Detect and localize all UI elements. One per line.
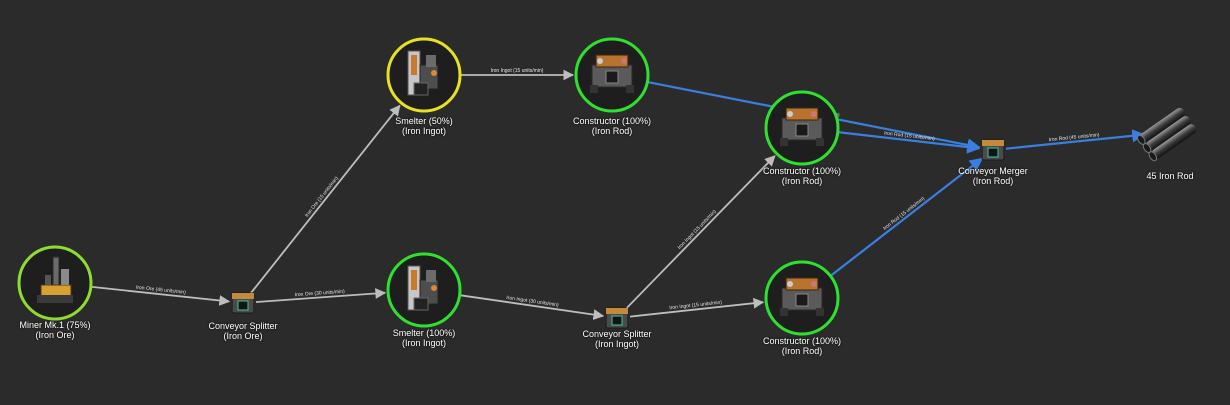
iron-rod-icon bbox=[1137, 107, 1197, 162]
edge-label: Iron Ingot (15 units/min) bbox=[491, 68, 544, 74]
node-title: Smelter (100%) bbox=[392, 328, 456, 338]
node-title: Conveyor Merger bbox=[958, 166, 1028, 176]
node-subtitle: (Iron Rod) bbox=[591, 126, 633, 136]
smelter-icon bbox=[407, 50, 439, 96]
node-label-merger: Conveyor Merger(Iron Rod) bbox=[958, 166, 1028, 186]
node-smelter_top[interactable] bbox=[386, 37, 462, 113]
edge-miner-to-split1: Iron Ore (45 units/min) bbox=[91, 285, 231, 306]
node-smelter_bot[interactable] bbox=[386, 252, 462, 328]
edge-line bbox=[1004, 129, 1146, 150]
node-subtitle: (Iron Ingot) bbox=[594, 339, 640, 349]
edge-line bbox=[624, 155, 776, 311]
edge-smelter_top-to-cons_top: Iron Ingot (15 units/min) bbox=[461, 68, 575, 81]
edge-line bbox=[838, 131, 981, 154]
node-subtitle: (Iron Ingot) bbox=[401, 338, 447, 348]
node-cons_mid[interactable] bbox=[764, 90, 840, 166]
edge-label: Iron Ingot (15 units/min) bbox=[677, 209, 718, 251]
node-title: Conveyor Splitter bbox=[582, 329, 652, 339]
node-label-split1: Conveyor Splitter(Iron Ore) bbox=[208, 321, 277, 341]
constructor-icon bbox=[590, 54, 634, 93]
node-label-output: 45 Iron Rod bbox=[1146, 171, 1193, 181]
edge-label: Iron Ore (45 units/min) bbox=[136, 285, 187, 296]
edge-split1-to-smelter_top: Iron Ore (15 units/min) bbox=[249, 104, 401, 295]
node-label-cons_mid: Constructor (100%)(Iron Rod) bbox=[763, 166, 841, 186]
miner-icon bbox=[37, 256, 73, 303]
node-label-smelter_top: Smelter (50%)(Iron Ingot) bbox=[395, 116, 453, 136]
node-label-cons_bot: Constructor (100%)(Iron Rod) bbox=[763, 336, 841, 356]
node-label-smelter_bot: Smelter (100%)(Iron Ingot) bbox=[393, 328, 456, 348]
edge-smelter_bot-to-split2: Iron Ingot (30 units/min) bbox=[460, 294, 605, 320]
conveyor-splitter-icon bbox=[230, 292, 256, 314]
node-title: Constructor (100%) bbox=[762, 336, 842, 346]
node-title: Constructor (100%) bbox=[762, 166, 842, 176]
edge-label: Iron Rod (45 units/min) bbox=[1049, 132, 1101, 143]
edge-label: Iron Ore (30 units/min) bbox=[295, 289, 346, 299]
node-subtitle: (Iron Rod) bbox=[781, 176, 823, 186]
smelter-icon bbox=[407, 265, 439, 311]
nodes-layer bbox=[17, 37, 1198, 336]
edge-line bbox=[91, 286, 231, 306]
constructor-icon bbox=[780, 277, 824, 316]
node-merger[interactable] bbox=[980, 139, 1006, 161]
node-label-miner: Miner Mk.1 (75%)(Iron Ore) bbox=[19, 320, 90, 340]
edge-line bbox=[249, 104, 401, 295]
node-title: Miner Mk.1 (75%) bbox=[19, 320, 91, 330]
edge-split2-to-cons_mid: Iron Ingot (15 units/min) bbox=[624, 155, 776, 311]
edge-split2-to-cons_bot: Iron Ingot (15 units/min) bbox=[628, 297, 765, 318]
node-split1[interactable] bbox=[230, 292, 256, 314]
edge-label: Iron Rod (15 units/min) bbox=[882, 196, 926, 232]
node-split2[interactable] bbox=[604, 307, 630, 329]
constructor-icon bbox=[780, 107, 824, 146]
node-cons_top[interactable] bbox=[574, 37, 650, 113]
conveyor-merger-icon bbox=[980, 139, 1006, 161]
edge-line bbox=[628, 297, 765, 318]
node-title: Constructor (100%) bbox=[572, 116, 652, 126]
edge-line bbox=[460, 294, 605, 320]
node-title: Smelter (50%) bbox=[395, 116, 453, 126]
edge-line bbox=[830, 157, 983, 277]
edge-label: Iron Rod (15 units/min) bbox=[884, 130, 936, 142]
node-subtitle: (Iron Ore) bbox=[223, 331, 263, 341]
node-subtitle: (Iron Rod) bbox=[972, 176, 1014, 186]
node-output[interactable] bbox=[1136, 106, 1198, 162]
edge-line bbox=[254, 288, 387, 304]
edge-label: Iron Ore (15 units/min) bbox=[304, 175, 340, 218]
conveyor-splitter-icon bbox=[604, 307, 630, 329]
node-title: Conveyor Splitter bbox=[208, 321, 278, 331]
edge-merger-to-output: Iron Rod (45 units/min) bbox=[1004, 129, 1146, 150]
node-miner[interactable] bbox=[17, 245, 93, 321]
node-subtitle: (Iron Ingot) bbox=[401, 126, 447, 136]
edge-split1-to-smelter_bot: Iron Ore (30 units/min) bbox=[254, 288, 387, 304]
node-title: 45 Iron Rod bbox=[1146, 171, 1194, 181]
node-subtitle: (Iron Rod) bbox=[781, 346, 823, 356]
node-subtitle: (Iron Ore) bbox=[35, 330, 75, 340]
edge-label: Iron Ingot (15 units/min) bbox=[669, 300, 722, 312]
node-cons_bot[interactable] bbox=[764, 260, 840, 336]
node-label-cons_top: Constructor (100%)(Iron Rod) bbox=[573, 116, 651, 136]
node-label-split2: Conveyor Splitter(Iron Ingot) bbox=[582, 329, 651, 349]
edge-cons_mid-to-merger: Iron Rod (15 units/min) bbox=[838, 130, 981, 154]
